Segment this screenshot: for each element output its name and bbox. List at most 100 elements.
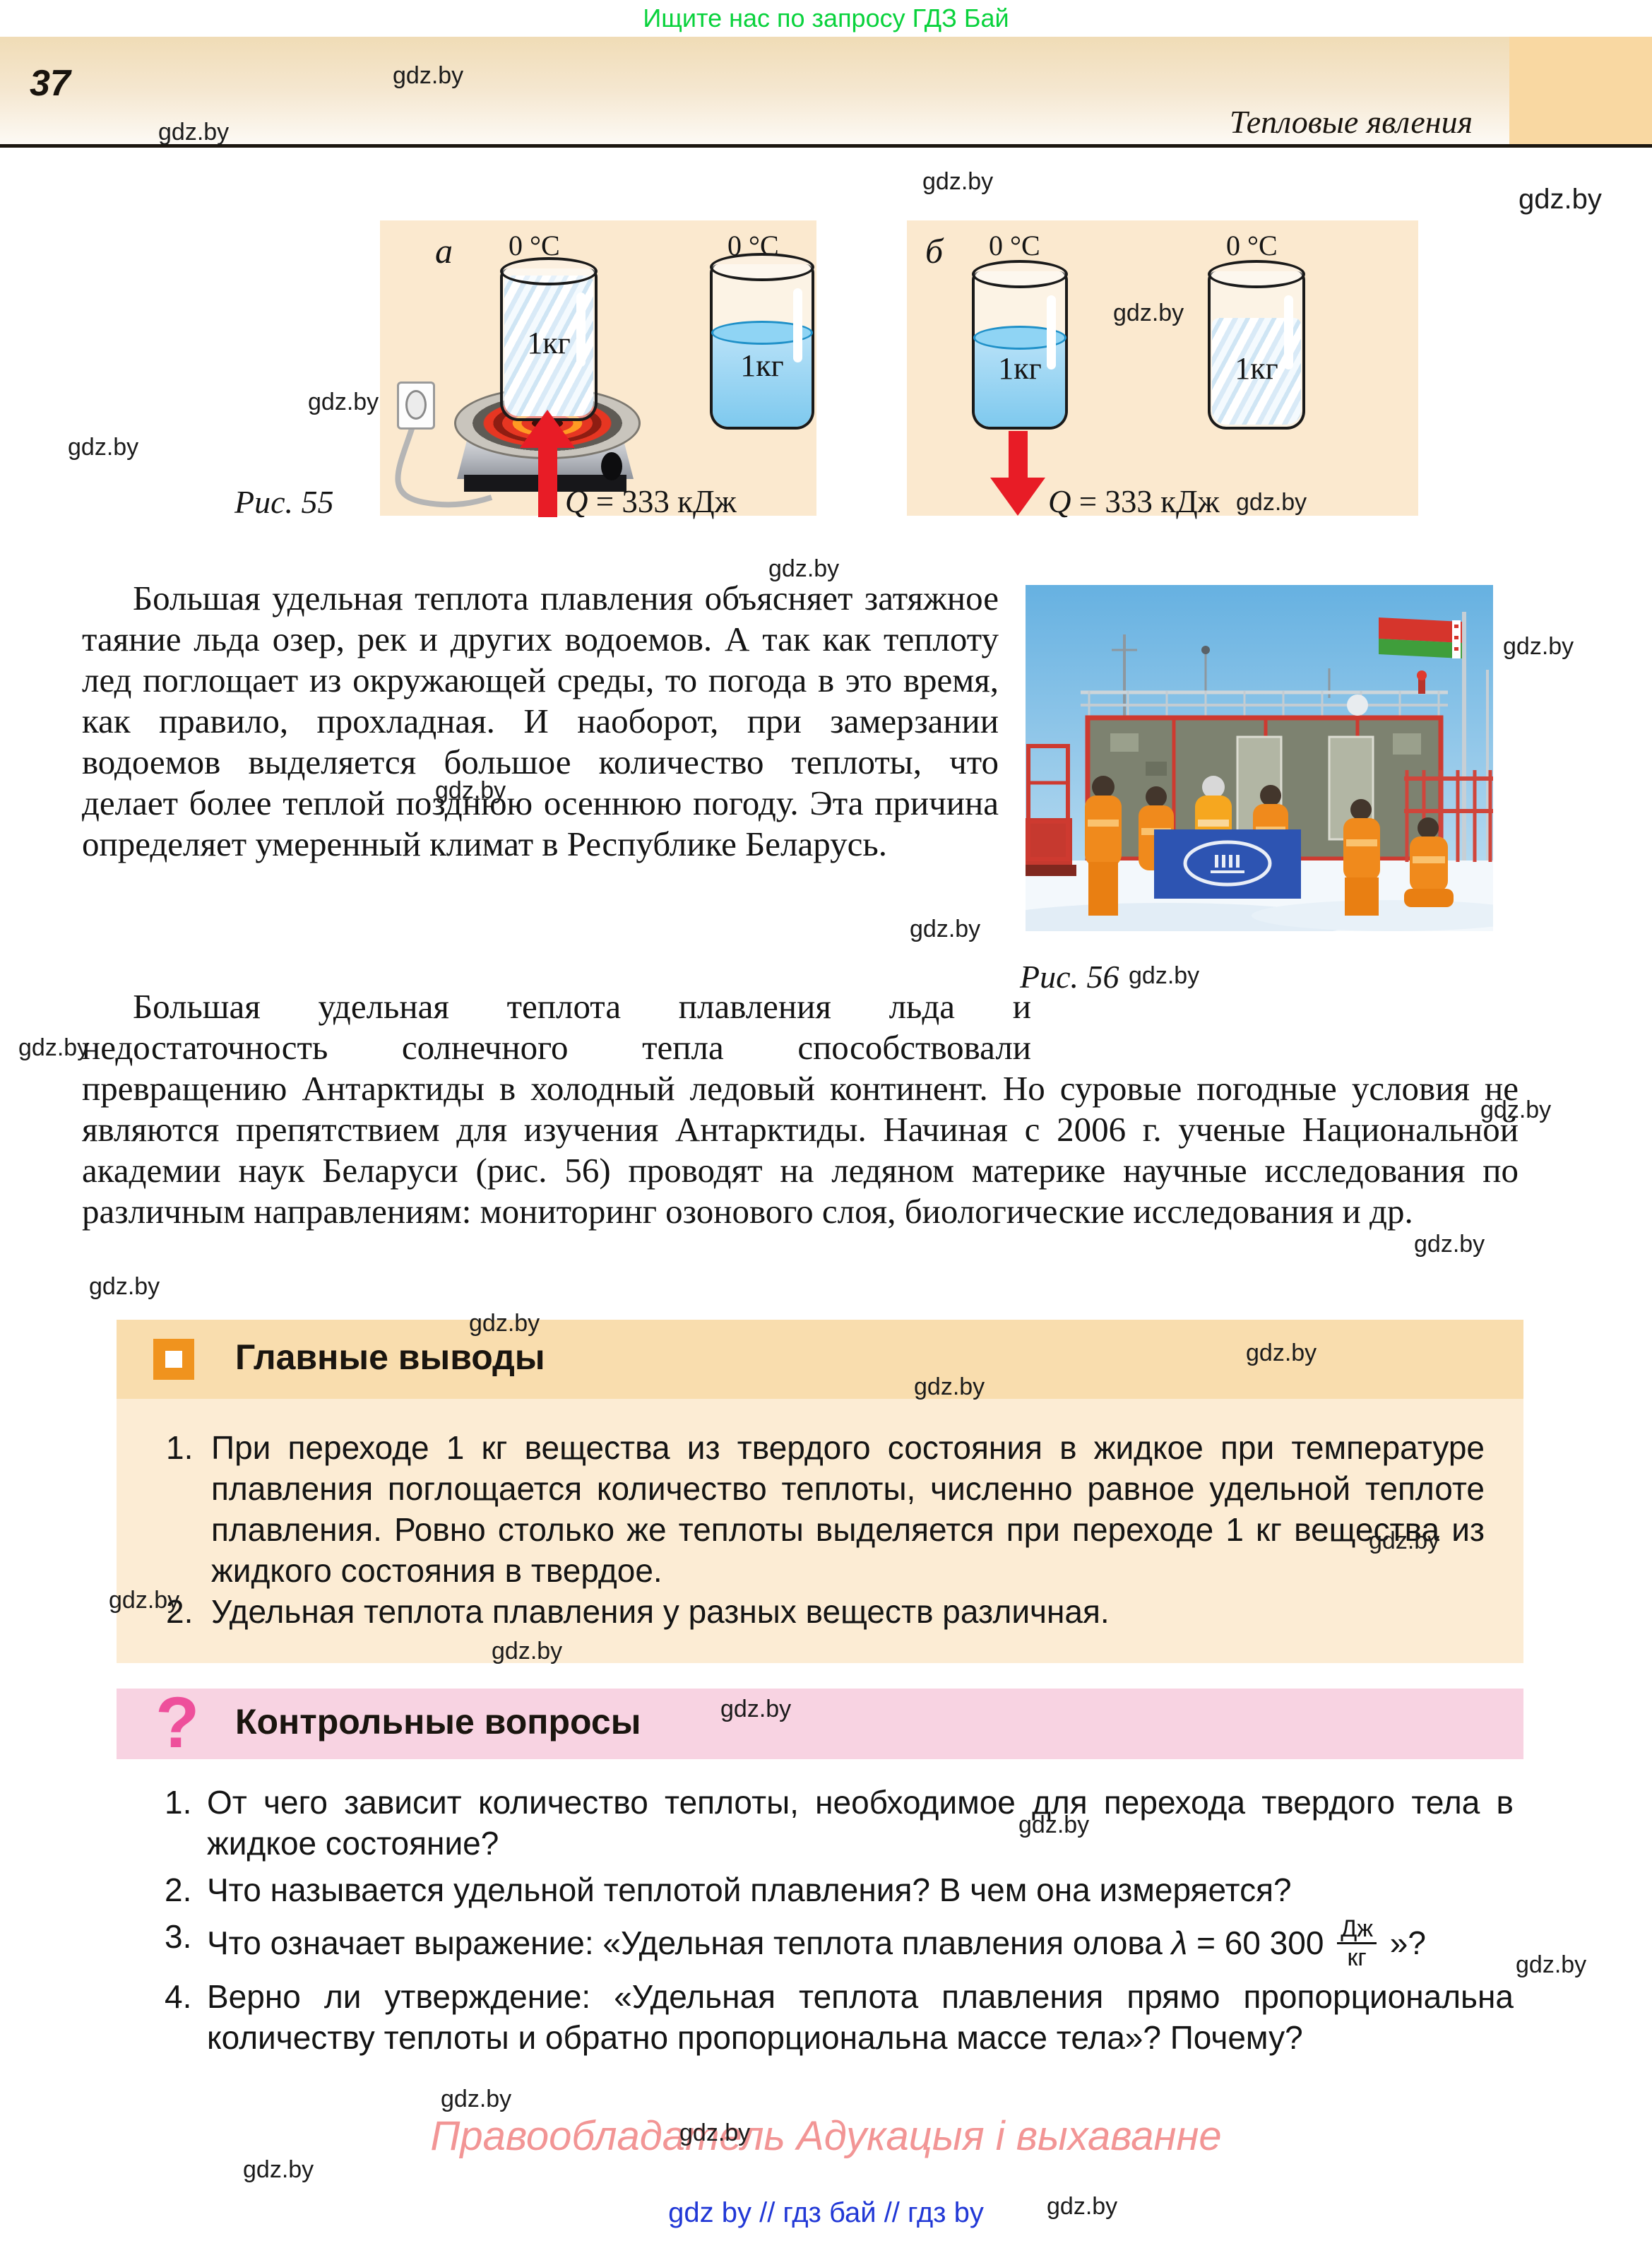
question-item: 1. От чего зависит количество теплоты, н… bbox=[165, 1782, 1514, 1864]
item-text: При переходе 1 кг вещества из твердого с… bbox=[211, 1429, 1485, 1589]
figure56-photo bbox=[1026, 585, 1493, 931]
watermark: gdz.by bbox=[1414, 1231, 1485, 1258]
heat-quantity-label: Q = 333 кДж bbox=[565, 483, 737, 520]
heat-arrow-down-icon bbox=[990, 431, 1045, 516]
watermark: gdz.by bbox=[492, 1638, 563, 1665]
item-text: Удельная теплота плавления у разных веще… bbox=[211, 1593, 1110, 1630]
watermark: gdz.by bbox=[768, 555, 840, 582]
temperature-label: 0 °C bbox=[509, 230, 560, 261]
item-text: От чего зависит количество теплоты, необ… bbox=[207, 1784, 1514, 1862]
conclusion-item: 2. Удельная теплота плавления у разных в… bbox=[166, 1591, 1485, 1632]
temperature-label: 0 °C bbox=[1226, 230, 1278, 261]
page-number: 37 bbox=[30, 63, 71, 104]
beaker-rim bbox=[500, 257, 598, 285]
glass-highlight bbox=[793, 288, 802, 362]
glass-highlight bbox=[1047, 295, 1056, 369]
item-text: Что означает выражение: «Удельная теплот… bbox=[207, 1916, 1514, 1970]
item-number: 1. bbox=[166, 1429, 194, 1466]
question-item: 2. Что называется удельной теплотой плав… bbox=[165, 1869, 1514, 1910]
text-wrap-spacer bbox=[1031, 986, 1519, 1030]
paragraph-1: Большая удельная теплота плавления объяс… bbox=[82, 579, 999, 863]
figure55-panel-b: б 0 °C 0 °C 1кг 1кг Q = 333 кДж bbox=[907, 220, 1418, 519]
item-number: 1. bbox=[165, 1784, 192, 1821]
watermark: gdz.by bbox=[1516, 1951, 1587, 1978]
mass-label: 1кг bbox=[1235, 351, 1278, 386]
heat-quantity-label: Q = 333 кДж bbox=[1048, 483, 1220, 520]
arrow-head bbox=[520, 410, 575, 448]
header-rule bbox=[0, 144, 1652, 148]
paragraph-2-text: Большая удельная теплота плавления льда … bbox=[82, 987, 1519, 1231]
question-item: 4. Верно ли утверждение: «Удельная тепло… bbox=[165, 1976, 1514, 2058]
lambda-symbol: λ bbox=[1171, 1924, 1188, 1961]
watermark: gdz.by bbox=[1129, 962, 1200, 989]
watermark: gdz.by bbox=[308, 389, 379, 415]
q3-equation: = 60 300 bbox=[1196, 1924, 1324, 1961]
conclusion-item: 1. При переходе 1 кг вещества из твердог… bbox=[166, 1427, 1485, 1591]
questions-header: ? Контрольные вопросы bbox=[117, 1682, 1523, 1763]
item-number: 2. bbox=[166, 1593, 194, 1630]
watermark: gdz.by bbox=[910, 916, 981, 942]
beaker-rim bbox=[710, 253, 814, 281]
item-number: 4. bbox=[165, 1978, 192, 2015]
panel-a-label: а bbox=[435, 231, 453, 271]
watermark: gdz.by bbox=[1369, 1527, 1440, 1554]
watermark: gdz.by bbox=[435, 777, 506, 804]
antarctic-station-photo-art bbox=[1026, 585, 1493, 931]
watermark: gdz.by bbox=[1047, 2193, 1118, 2220]
q-symbol: Q bbox=[1048, 484, 1071, 519]
item-text: Что называется удельной теплотой плавлен… bbox=[207, 1872, 1292, 1908]
figure56-caption: Рис. 56 bbox=[1020, 959, 1119, 995]
glass-highlight bbox=[576, 292, 586, 367]
panel-b-label: б bbox=[925, 231, 944, 271]
watermark: gdz.by bbox=[1519, 184, 1602, 215]
hotplate-knob bbox=[601, 452, 622, 480]
beaker-ice: 1кг bbox=[500, 257, 598, 421]
conclusions-header: Главные выводы bbox=[117, 1320, 1523, 1399]
conclusions-body: 1. При переходе 1 кг вещества из твердог… bbox=[117, 1399, 1523, 1663]
fraction-denominator: кг bbox=[1347, 1944, 1367, 1971]
header-band bbox=[0, 37, 1509, 144]
figure55-caption: Рис. 55 bbox=[234, 484, 334, 520]
arrow-head bbox=[990, 478, 1045, 516]
watermark: gdz.by bbox=[89, 1273, 160, 1300]
heat-arrow-up-icon bbox=[520, 410, 575, 517]
watermark: gdz.by bbox=[922, 168, 994, 195]
watermark: gdz.by bbox=[1018, 1811, 1090, 1838]
watermark: gdz.by bbox=[914, 1373, 985, 1400]
promo-banner: Ищите нас по запросу ГДЗ Бай bbox=[643, 4, 1009, 32]
paragraph-2: Большая удельная теплота плавления льда … bbox=[82, 986, 1519, 1232]
beaker-rim bbox=[1208, 260, 1305, 288]
watermark: gdz.by bbox=[158, 119, 230, 146]
watermark: gdz.by bbox=[18, 1034, 90, 1061]
question-mark-icon: ? bbox=[155, 1682, 200, 1763]
footer-links: gdz by // гдз бай // гдз by bbox=[668, 2197, 984, 2228]
footer-copyright: Правообладатель Адукацыя і выхаванне bbox=[430, 2113, 1222, 2159]
watermark: gdz.by bbox=[68, 434, 139, 461]
watermark: gdz.by bbox=[469, 1310, 540, 1337]
figure55-panel-a: а 0 °C 0 °C 1кг 1кг bbox=[380, 220, 816, 519]
q3-before: Что означает выражение: «Удельная теплот… bbox=[207, 1924, 1163, 1961]
mass-label: 1кг bbox=[998, 351, 1042, 386]
q-value: = 333 кДж bbox=[595, 484, 737, 519]
square-bullet-icon bbox=[153, 1339, 194, 1380]
watermark: gdz.by bbox=[109, 1587, 180, 1614]
fraction-numerator: Дж bbox=[1337, 1916, 1377, 1944]
questions-list: 1. От чего зависит количество теплоты, н… bbox=[165, 1782, 1514, 2064]
arrow-shaft bbox=[537, 448, 557, 517]
arrow-shaft bbox=[1008, 431, 1028, 478]
questions-title: Контрольные вопросы bbox=[235, 1702, 641, 1742]
mass-label: 1кг bbox=[740, 348, 784, 383]
beaker-ice: 1кг bbox=[1208, 260, 1305, 430]
watermark: gdz.by bbox=[679, 2119, 751, 2146]
q3-after: »? bbox=[1389, 1924, 1426, 1961]
beaker-rim bbox=[972, 260, 1068, 288]
watermark: gdz.by bbox=[1503, 633, 1574, 660]
power-outlet-icon bbox=[397, 382, 435, 430]
conclusions-title: Главные выводы bbox=[235, 1337, 545, 1377]
watermark: gdz.by bbox=[1246, 1340, 1317, 1366]
q-value: = 333 кДж bbox=[1078, 484, 1220, 519]
item-text: Верно ли утверждение: «Удельная теплота … bbox=[207, 1978, 1514, 2056]
conclusions-section: Главные выводы 1. При переходе 1 кг веще… bbox=[117, 1320, 1523, 1663]
watermark: gdz.by bbox=[1480, 1096, 1552, 1123]
